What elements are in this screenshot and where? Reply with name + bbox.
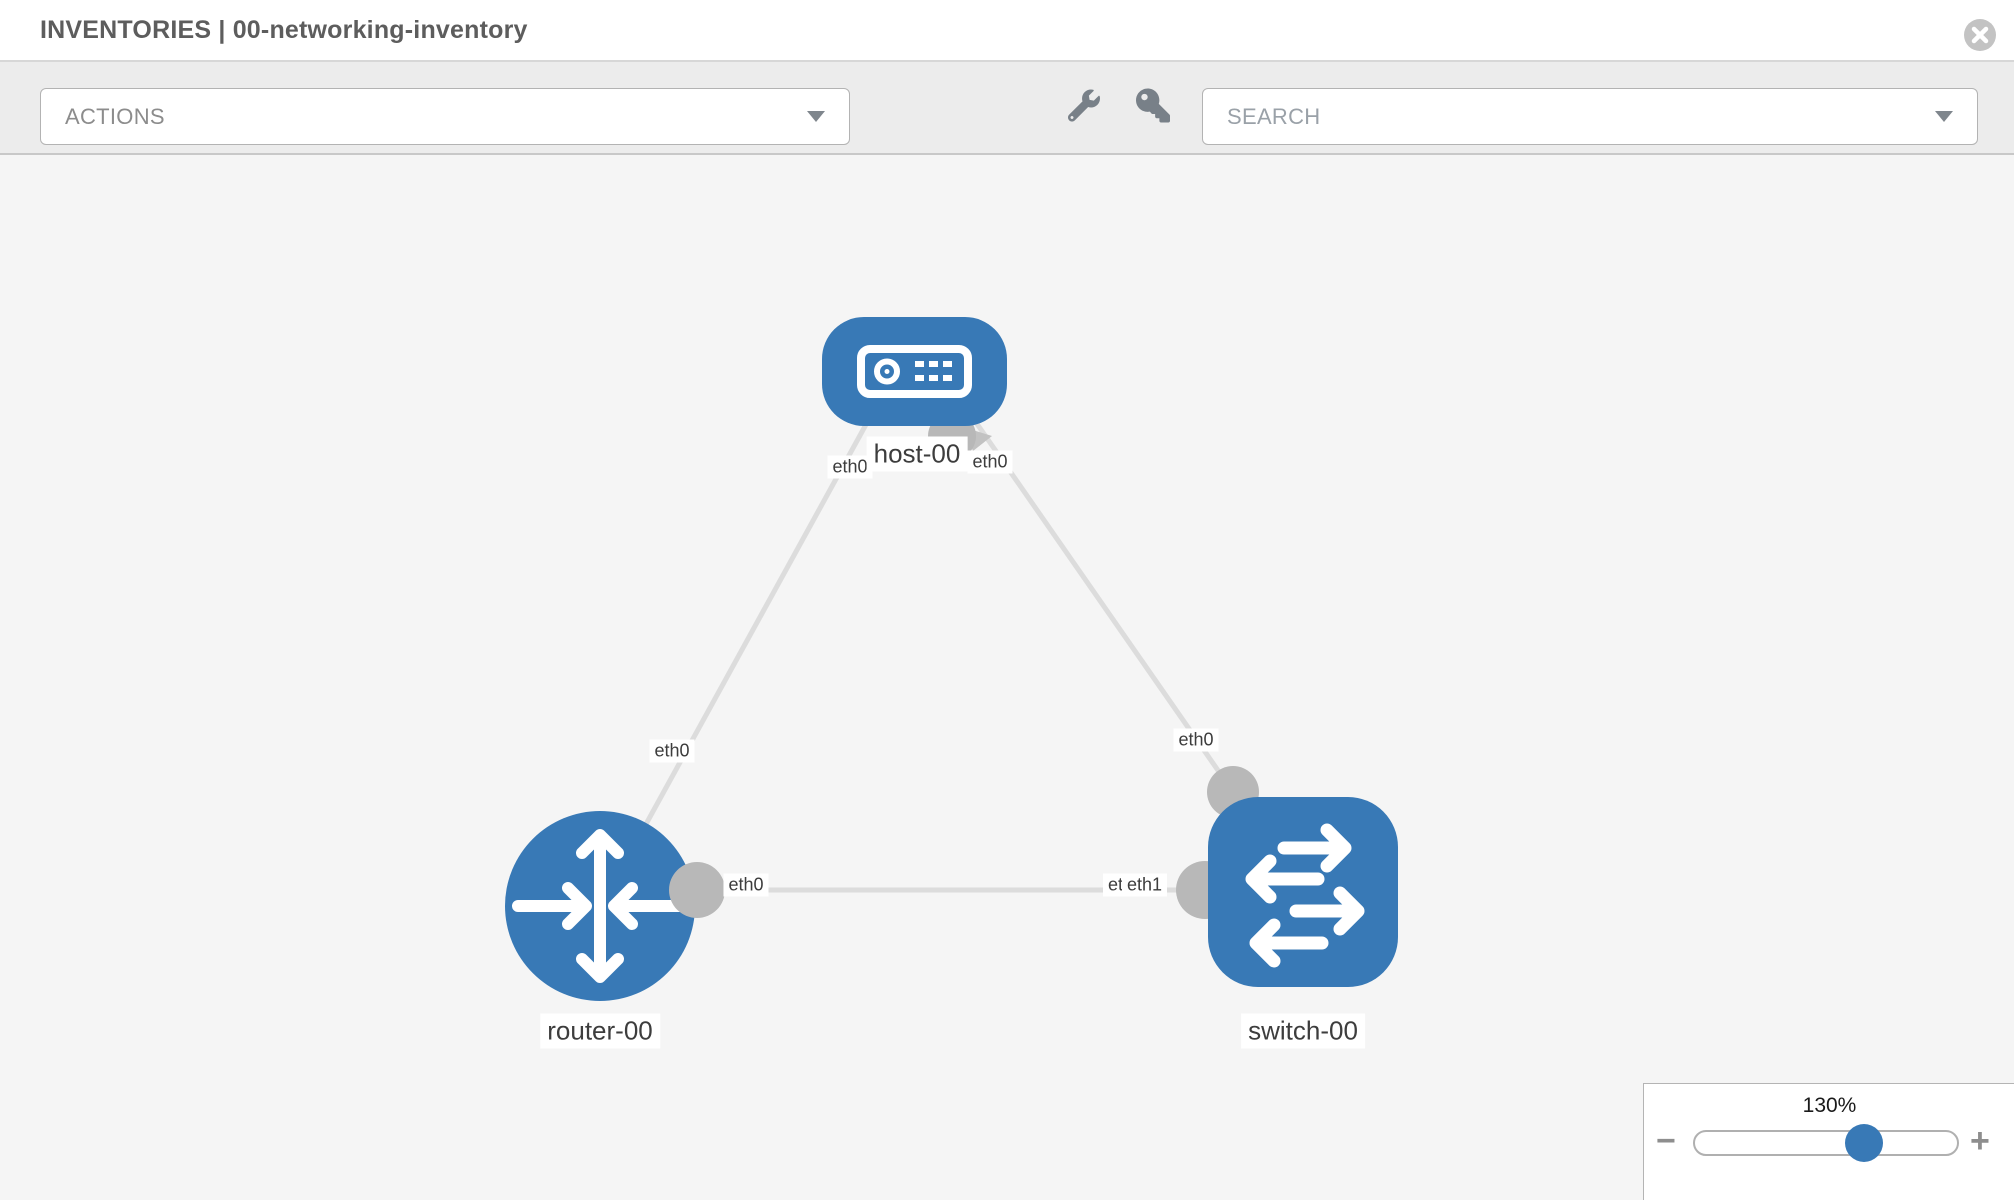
zoom-in-button[interactable]: + xyxy=(1970,1122,1990,1160)
key-button[interactable] xyxy=(1136,88,1170,127)
actions-dropdown[interactable]: ACTIONS xyxy=(40,88,850,145)
node-host[interactable] xyxy=(822,317,1007,426)
interface-label: eth0 xyxy=(1173,728,1219,752)
chevron-down-icon xyxy=(807,111,825,122)
wrench-icon xyxy=(1067,89,1100,122)
chevron-down-icon xyxy=(1935,111,1953,122)
zoom-slider-thumb[interactable] xyxy=(1845,1124,1883,1162)
header: INVENTORIES | 00-networking-inventory xyxy=(0,0,2014,62)
page-title: INVENTORIES | 00-networking-inventory xyxy=(40,15,528,44)
zoom-slider-track[interactable] xyxy=(1693,1130,1959,1156)
zoom-control-panel: 130% − + xyxy=(1643,1083,2014,1200)
interface-label: eth0 xyxy=(723,873,769,897)
close-button[interactable] xyxy=(1964,19,1996,51)
interface-label: eth1 xyxy=(1122,873,1168,897)
interface-dot-router[interactable] xyxy=(669,862,725,918)
search-dropdown[interactable]: SEARCH xyxy=(1202,88,1978,145)
toolbar: ACTIONS SEARCH xyxy=(0,62,2014,155)
wrench-button[interactable] xyxy=(1067,89,1100,126)
node-label-switch: switch-00 xyxy=(1241,1013,1365,1049)
router-icon xyxy=(512,829,688,983)
close-icon xyxy=(1971,26,1989,44)
topology-canvas[interactable]: eth0 eth0 eth0 eth0 eth0 eth0 eth1 host-… xyxy=(0,155,2014,1200)
zoom-level: 130% xyxy=(1802,1094,1857,1117)
interface-label: eth0 xyxy=(967,450,1013,474)
host-icon xyxy=(857,345,972,398)
node-router[interactable] xyxy=(505,811,695,1001)
node-label-host: host-00 xyxy=(866,436,968,472)
node-label-router: router-00 xyxy=(540,1013,660,1049)
search-dropdown-label: SEARCH xyxy=(1227,103,1321,129)
topology-graph xyxy=(505,317,1398,1001)
interface-label: eth0 xyxy=(827,455,873,479)
node-switch[interactable] xyxy=(1208,797,1398,987)
zoom-out-button[interactable]: − xyxy=(1656,1122,1676,1160)
actions-dropdown-label: ACTIONS xyxy=(65,103,165,129)
key-icon xyxy=(1136,88,1170,122)
interface-label: eth0 xyxy=(649,739,695,763)
switch-icon xyxy=(1245,823,1365,968)
